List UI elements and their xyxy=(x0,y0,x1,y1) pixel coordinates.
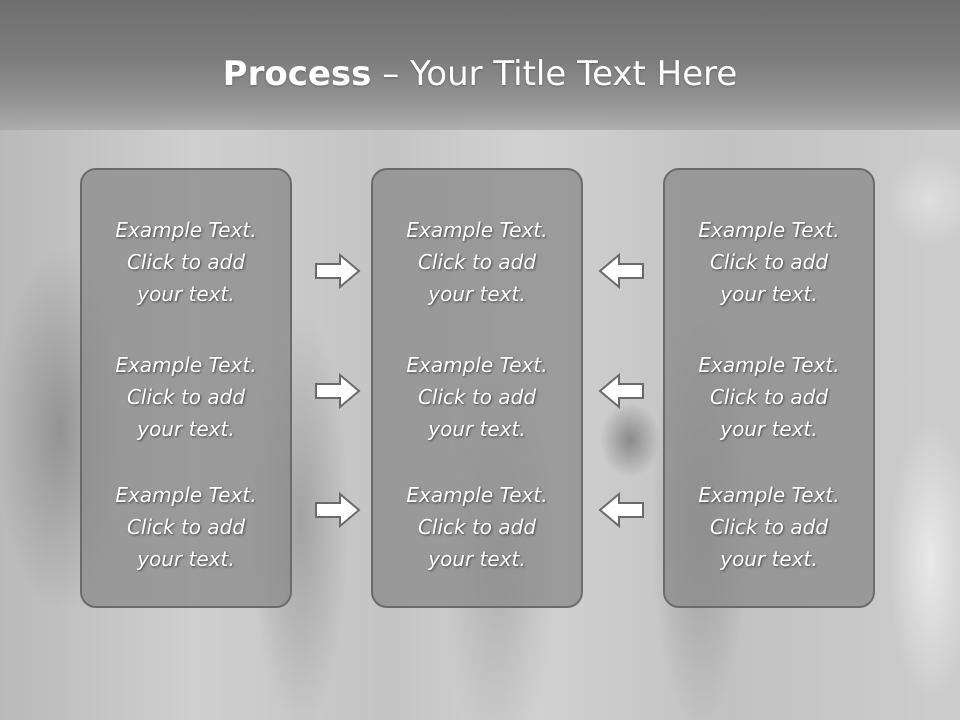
text-placeholder[interactable]: Example Text. Click to add your text. xyxy=(698,218,840,306)
right-arrow-icon xyxy=(315,252,361,290)
text-placeholder[interactable]: Example Text. Click to add your text. xyxy=(698,353,840,441)
center-process-box[interactable]: Example Text. Click to add your text. Ex… xyxy=(371,168,583,608)
title-bar xyxy=(0,0,960,130)
text-placeholder[interactable]: Example Text. Click to add your text. xyxy=(406,483,548,571)
left-process-box[interactable]: Example Text. Click to add your text. Ex… xyxy=(80,168,292,608)
text-placeholder[interactable]: Example Text. Click to add your text. xyxy=(115,218,257,306)
title-text: Your Title Text Here xyxy=(410,54,738,94)
left-arrow-icon xyxy=(598,372,644,410)
title-separator: – xyxy=(371,54,411,94)
slide-title[interactable]: Process – Your Title Text Here xyxy=(0,52,960,96)
text-placeholder[interactable]: Example Text. Click to add your text. xyxy=(115,483,257,571)
text-placeholder[interactable]: Example Text. Click to add your text. xyxy=(698,483,840,571)
text-placeholder[interactable]: Example Text. Click to add your text. xyxy=(115,353,257,441)
right-arrow-icon xyxy=(315,491,361,529)
right-process-box[interactable]: Example Text. Click to add your text. Ex… xyxy=(663,168,875,608)
left-arrow-icon xyxy=(598,491,644,529)
title-bold-part: Process xyxy=(222,54,372,94)
right-arrow-icon xyxy=(315,372,361,410)
text-placeholder[interactable]: Example Text. Click to add your text. xyxy=(406,218,548,306)
text-placeholder[interactable]: Example Text. Click to add your text. xyxy=(406,353,548,441)
left-arrow-icon xyxy=(598,252,644,290)
